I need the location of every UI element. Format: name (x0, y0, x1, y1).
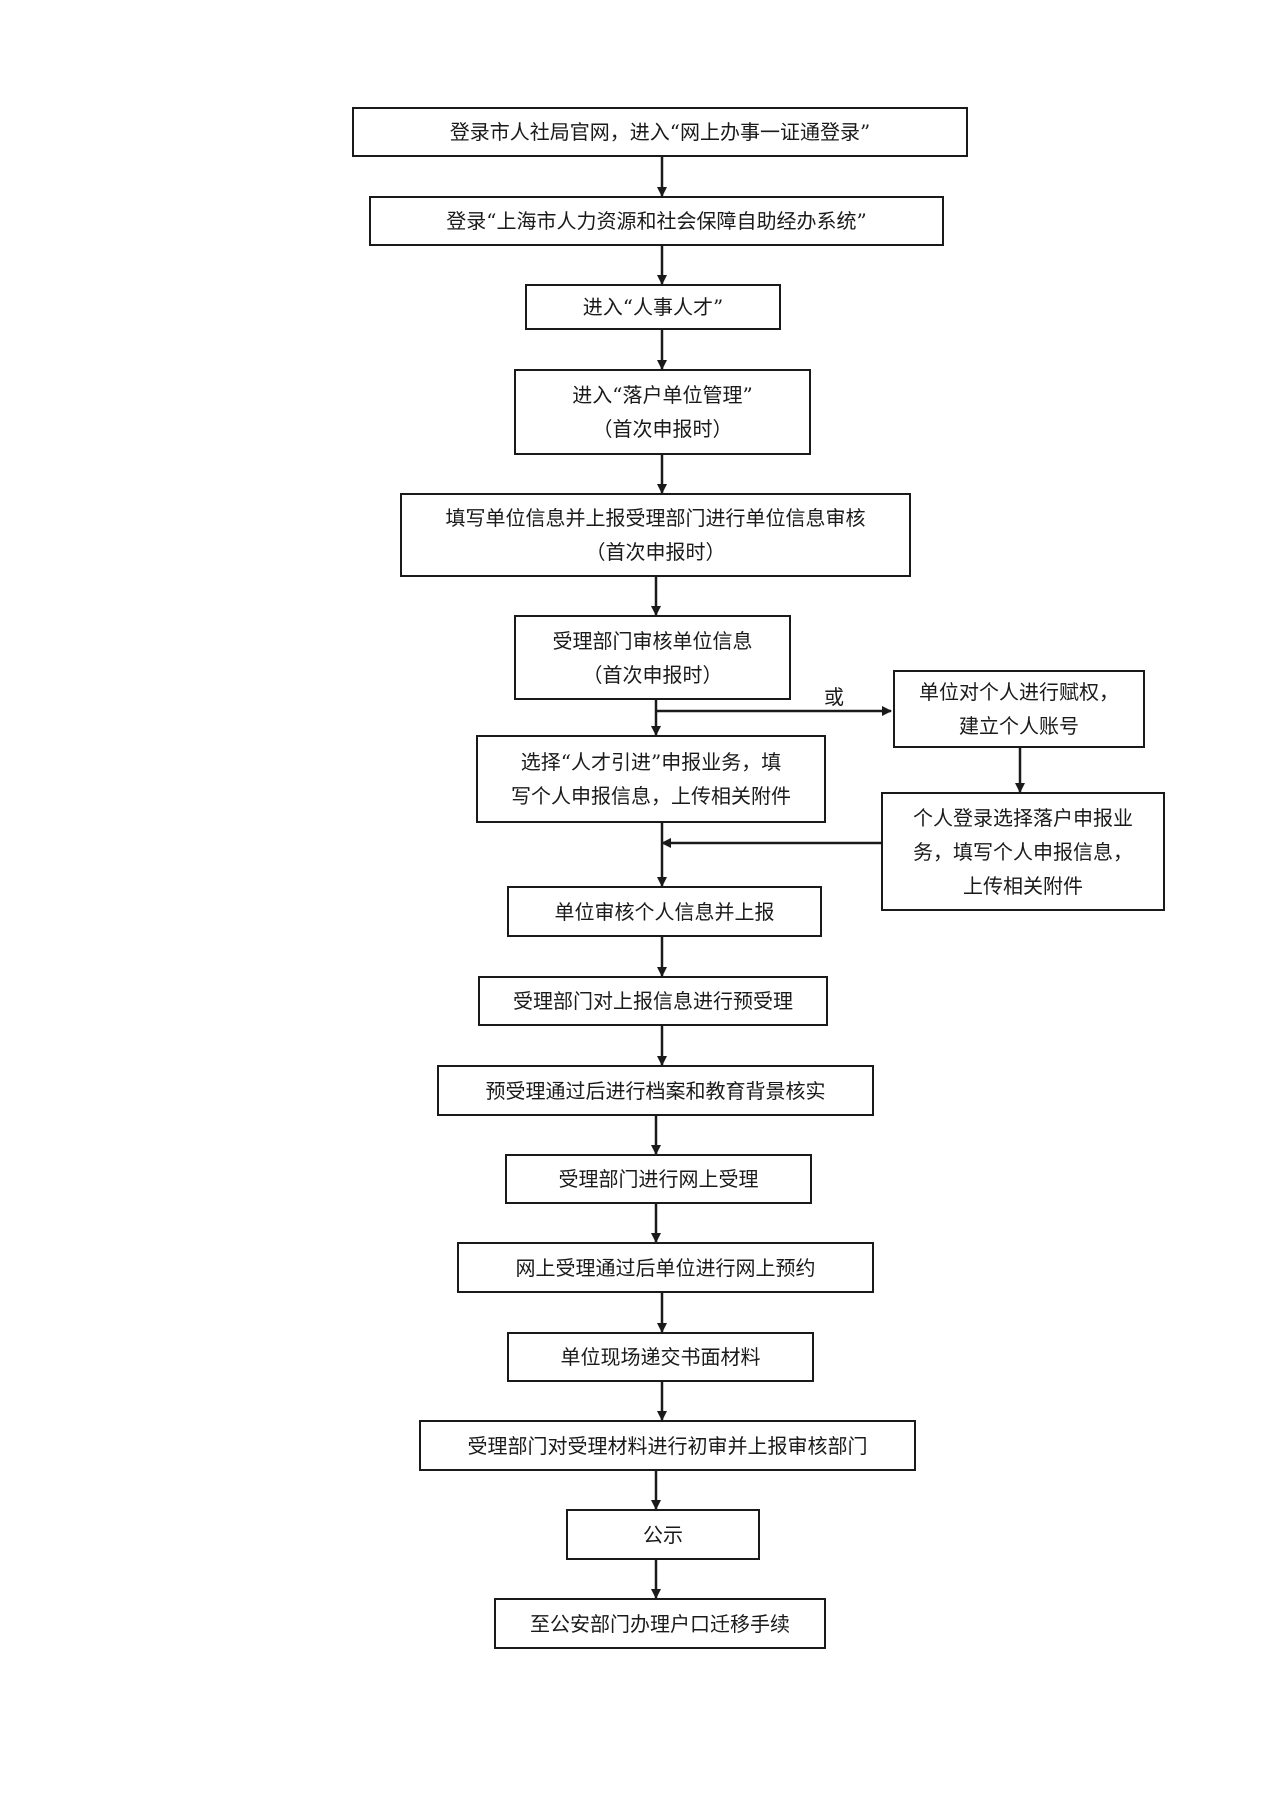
step-text-line2: （首次申报时） (582, 662, 723, 687)
step-text-line2: （首次申报时） (585, 540, 726, 564)
step-text-line1: 个人登录选择落户申报业 (913, 805, 1133, 830)
step-text-line2: 写个人申报信息，上传相关附件 (511, 784, 791, 808)
step-text-line1: 单位对个人进行赋权， (919, 680, 1119, 704)
step-text: 至公安部门办理户口迁移手续 (530, 1611, 790, 1636)
step-text: 单位现场递交书面材料 (560, 1345, 761, 1369)
step-text: 网上受理通过后单位进行网上预约 (515, 1255, 816, 1280)
step-archive-verification: 预受理通过后进行档案和教育背景核实 (437, 1065, 874, 1116)
step-text-line3: 上传相关附件 (963, 873, 1083, 898)
step-pre-acceptance: 受理部门对上报信息进行预受理 (478, 976, 828, 1026)
step-fill-unit-info: 填写单位信息并上报受理部门进行单位信息审核 （首次申报时） (400, 493, 911, 577)
step-select-talent-intro: 选择“人才引进”申报业务，填 写个人申报信息，上传相关附件 (476, 735, 826, 823)
step-unit-review-personal: 单位审核个人信息并上报 (507, 886, 822, 937)
step-text-line1: 进入“落户单位管理” (572, 383, 753, 407)
branch-label-or: 或 (824, 685, 844, 709)
step-text: 单位审核个人信息并上报 (554, 899, 775, 924)
step-text-line2: 务，填写个人申报信息， (913, 839, 1133, 864)
step-login-system: 登录“上海市人力资源和社会保障自助经办系统” (369, 196, 944, 246)
step-text: 预受理通过后进行档案和教育背景核实 (485, 1078, 826, 1103)
step-online-acceptance: 受理部门进行网上受理 (505, 1154, 812, 1204)
step-enter-unit-management: 进入“落户单位管理” （首次申报时） (514, 369, 811, 455)
branch-step-grant-account: 单位对个人进行赋权， 建立个人账号 (893, 670, 1145, 748)
step-text: 登录市人社局官网，进入“网上办事一证通登录” (449, 120, 871, 144)
step-submit-materials: 单位现场递交书面材料 (507, 1332, 814, 1382)
branch-step-personal-login: 个人登录选择落户申报业 务，填写个人申报信息， 上传相关附件 (881, 792, 1165, 911)
step-text-line2: 建立个人账号 (959, 714, 1079, 738)
step-text-line1: 选择“人才引进”申报业务，填 (520, 750, 782, 774)
step-online-appointment: 网上受理通过后单位进行网上预约 (457, 1242, 874, 1293)
step-text-line1: 填写单位信息并上报受理部门进行单位信息审核 (445, 506, 866, 530)
step-text: 受理部门对上报信息进行预受理 (513, 989, 793, 1013)
step-public-notice: 公示 (566, 1509, 760, 1560)
step-text: 公示 (643, 1522, 683, 1547)
step-household-transfer: 至公安部门办理户口迁移手续 (494, 1598, 826, 1649)
step-text-line1: 受理部门审核单位信息 (552, 628, 753, 653)
step-text: 进入“人事人才” (582, 295, 724, 319)
step-enter-personnel: 进入“人事人才” (525, 284, 781, 330)
step-review-unit-info: 受理部门审核单位信息 （首次申报时） (514, 615, 791, 700)
step-preliminary-review: 受理部门对受理材料进行初审并上报审核部门 (419, 1420, 916, 1471)
step-text-line2: （首次申报时） (592, 417, 733, 441)
step-text: 受理部门对受理材料进行初审并上报审核部门 (467, 1433, 868, 1458)
step-login-website: 登录市人社局官网，进入“网上办事一证通登录” (352, 107, 968, 157)
step-text: 登录“上海市人力资源和社会保障自助经办系统” (446, 209, 867, 233)
step-text: 受理部门进行网上受理 (558, 1167, 759, 1191)
